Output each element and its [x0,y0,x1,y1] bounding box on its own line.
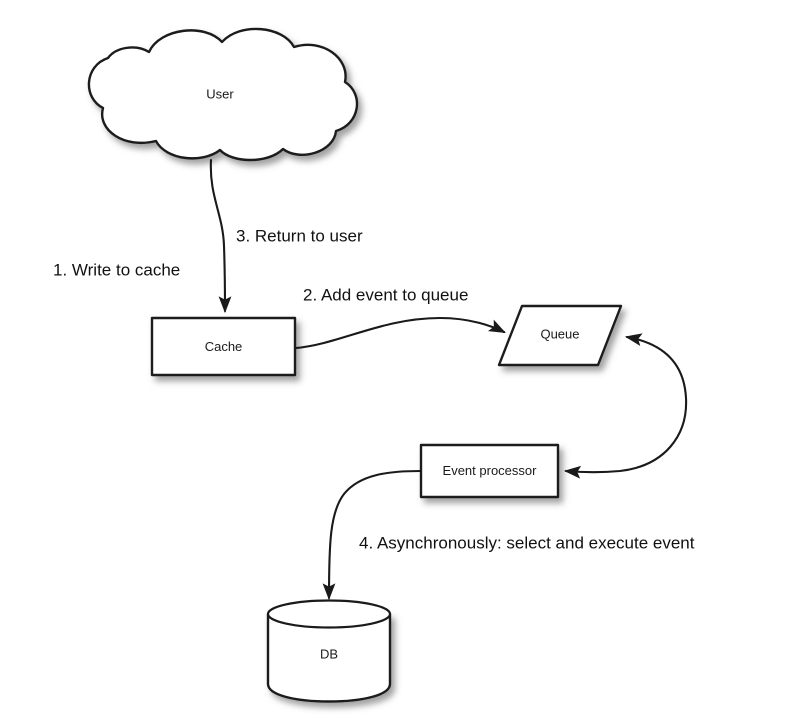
node-user[interactable]: User [87,27,359,162]
node-db-label: DB [320,646,338,661]
step-label-4: 4. Asynchronously: select and execute ev… [359,533,695,552]
step-label-3: 3. Return to user [236,226,363,245]
node-event-processor[interactable]: Event processor [419,443,560,499]
node-queue-label: Queue [540,326,579,341]
node-cache[interactable]: Cache [150,316,297,377]
step-label-1: 1. Write to cache [53,260,180,279]
node-cache-label: Cache [205,339,243,354]
edge-user-to-cache [209,158,232,314]
node-db[interactable]: DB [266,599,392,703]
node-user-label: User [206,86,234,101]
step-label-2: 2. Add event to queue [303,285,468,304]
node-queue[interactable]: Queue [497,304,623,367]
edge-cache-to-queue [294,316,506,350]
edge-event-processor-to-db [322,469,422,601]
edge-queue-event-processor-loop [563,333,688,479]
node-event-processor-label: Event processor [443,463,538,478]
